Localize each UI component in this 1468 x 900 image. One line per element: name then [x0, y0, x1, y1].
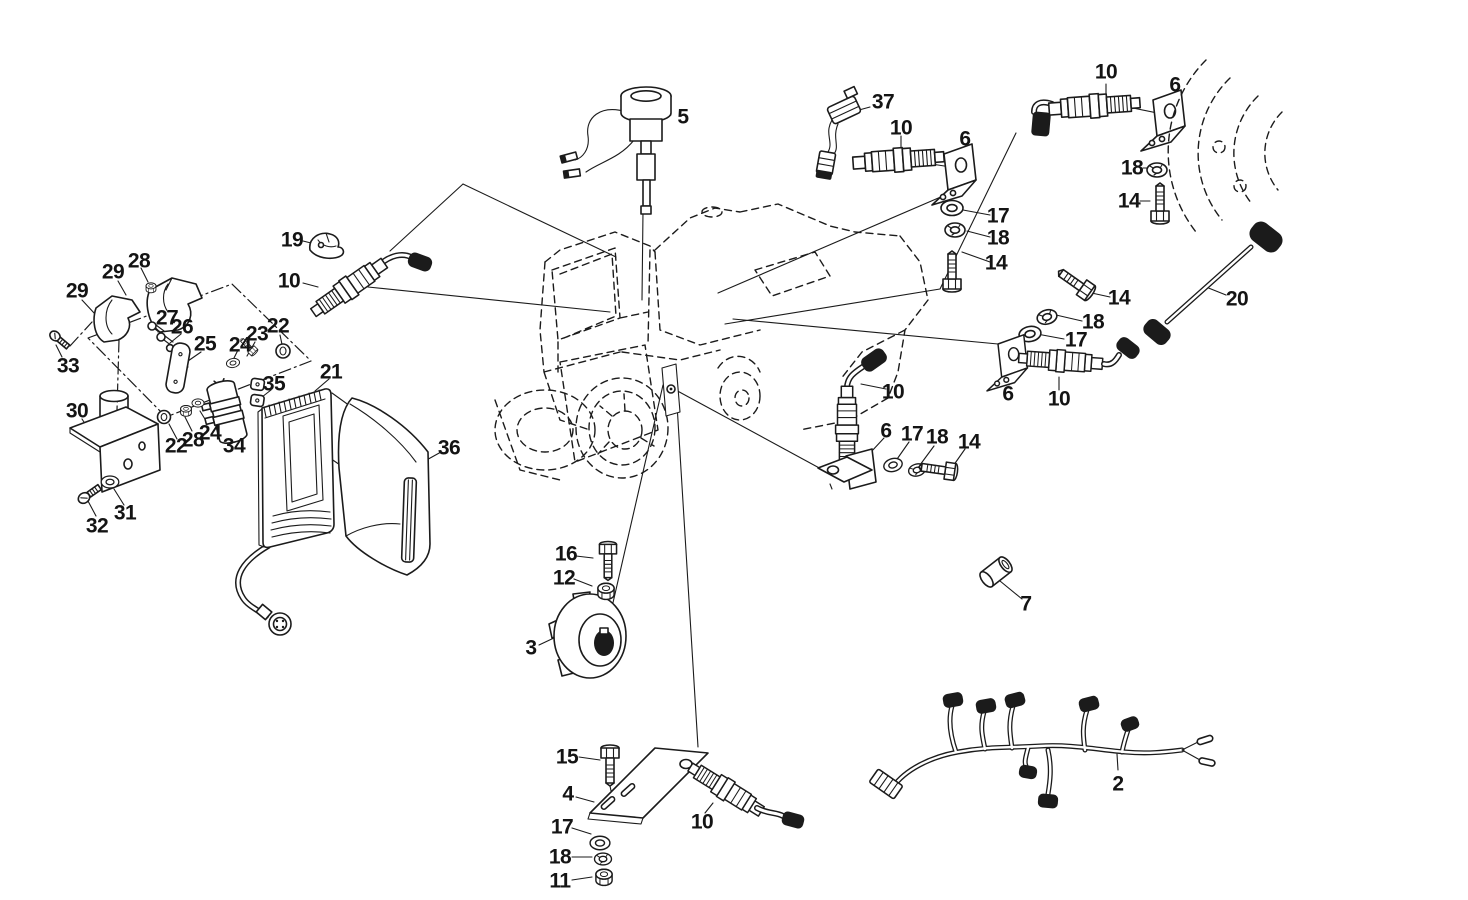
part-14-bolt-right-middle [1052, 263, 1099, 303]
part-15-bolt [600, 744, 620, 787]
part-37-connector [815, 85, 862, 180]
part-20-sensor-cable [1143, 221, 1283, 346]
part-18-lockwasher-bottom [593, 852, 613, 866]
part-18-lockwasher-top-middle [944, 222, 966, 238]
part-18-lockwasher-right-middle [1034, 306, 1060, 328]
part-6-bracket-top-right [1140, 89, 1186, 152]
part-17-washer-bottom [589, 835, 611, 851]
part-16-bolt [598, 540, 618, 582]
part-7-sleeve [979, 556, 1013, 588]
part-17-washer-middle [881, 455, 905, 475]
part-11-nut [595, 868, 613, 887]
part-18-lockwasher-top-right [1146, 162, 1168, 178]
part-21-monitor [235, 388, 335, 636]
belt-pulley-outline [1167, 59, 1283, 233]
part-19-cable-clip [309, 232, 345, 260]
part-5-fuel-level-sensor [559, 86, 672, 215]
part-10-sensor-top-right [1031, 89, 1142, 137]
part-17-washer-top-middle [940, 199, 964, 217]
part-12-nut [597, 582, 615, 601]
part-4-sensor-plate [587, 747, 709, 825]
part-10-sensor-middle [834, 348, 887, 474]
part-3-pulse-wheel [548, 591, 627, 679]
part-10-sensor-left [306, 251, 433, 323]
part-14-bolt-middle [916, 457, 960, 482]
part-2-wiring-harness [869, 691, 1216, 809]
left-mounting-cluster [49, 277, 312, 505]
part-10-sensor-bottom [683, 756, 805, 829]
part-6-bracket-middle [817, 448, 877, 490]
part-36-monitor-hood [337, 397, 431, 576]
part-14-bolt-top-right [1150, 182, 1170, 225]
part-14-bolt-top-middle [942, 250, 962, 293]
combine-outline [494, 203, 929, 481]
part-10-sensor-right-middle [1017, 337, 1140, 376]
part-10-sensor-top-middle [851, 143, 946, 176]
